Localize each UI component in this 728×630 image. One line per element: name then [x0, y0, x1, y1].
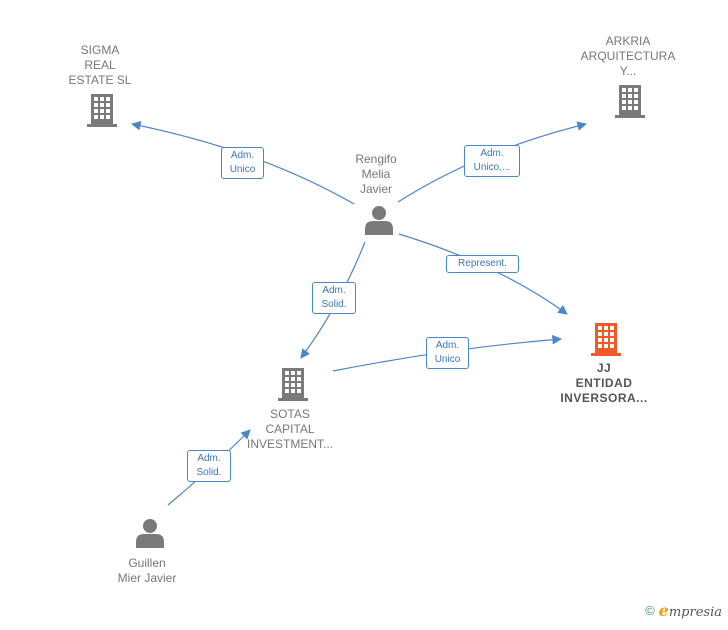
building-icon-arkria[interactable] — [615, 85, 645, 118]
footer-credit: © empresia — [645, 601, 722, 620]
edge-label-sotas-jj[interactable]: Adm. Unico — [426, 337, 469, 369]
person-icon-rengifo[interactable] — [365, 206, 393, 235]
edge-label-rengifo-arkria[interactable]: Adm. Unico,... — [464, 145, 520, 177]
node-label-sotas[interactable]: SOTAS CAPITAL INVESTMENT... — [246, 407, 333, 451]
edge-label-rengifo-jj[interactable]: Represent. — [446, 255, 519, 273]
node-label-arkria[interactable]: ARKRIA ARQUITECTURA Y... — [580, 34, 676, 78]
node-label-sigma[interactable]: SIGMA REAL ESTATE SL — [68, 43, 132, 87]
building-icon-sigma[interactable] — [87, 94, 117, 127]
copyright-icon: © — [645, 603, 655, 618]
person-icon-guillen[interactable] — [136, 519, 164, 548]
edge-label-rengifo-sigma[interactable]: Adm. Unico — [221, 147, 264, 179]
edge-label-guillen-sotas[interactable]: Adm. Solid. — [187, 450, 231, 482]
brand-logo[interactable]: empresia — [658, 601, 722, 620]
building-icon-jj[interactable] — [591, 323, 621, 356]
node-label-guillen[interactable]: Guillen Mier Javier — [117, 556, 177, 585]
edge-rengifo-jj — [398, 233, 568, 315]
node-label-rengifo[interactable]: Rengifo Melia Javier — [355, 152, 397, 196]
node-label-jj[interactable]: JJ ENTIDAD INVERSORA... — [560, 361, 648, 405]
edge-label-rengifo-sotas[interactable]: Adm. Solid. — [312, 282, 356, 314]
building-icon-sotas[interactable] — [278, 368, 308, 401]
